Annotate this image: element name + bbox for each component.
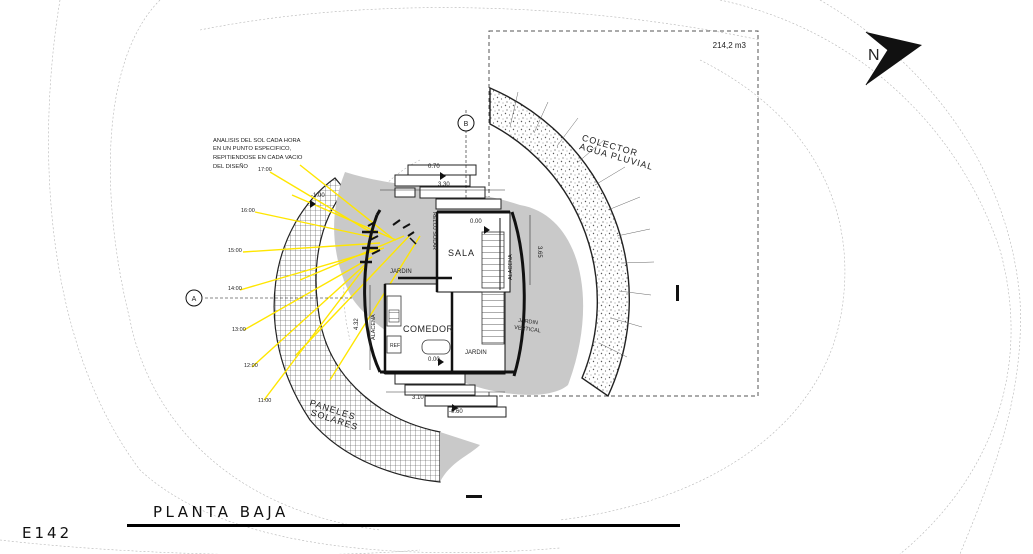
sun-rays: [239, 164, 421, 401]
collector-segments: [509, 91, 655, 358]
ref-label: REF: [390, 343, 400, 349]
alacena-label-right: ALACENA: [508, 254, 514, 280]
level-neg060: -0.60: [449, 409, 463, 415]
section-b-marker: [457, 114, 475, 132]
dimension-lines: [369, 189, 531, 393]
hour-1500: 15:00: [228, 248, 242, 254]
section-b-label: B: [464, 121, 469, 128]
stepping-stones-bottom: [394, 373, 507, 418]
hour-labels: 17:00 16:00 15:00 14:00 13:00 12:00 11:0…: [228, 167, 272, 404]
sun-note-line-4: DEL DISEÑO: [213, 163, 248, 170]
room-jardin-bottom: JARDIN: [465, 350, 487, 356]
hour-1400: 14:00: [228, 286, 242, 292]
sun-note-line-2: EN UN PUNTO ESPECIFICO,: [213, 146, 292, 152]
sheet-code: E142: [22, 524, 73, 542]
drawing-title: PLANTA BAJA: [153, 503, 289, 521]
sun-note-line-1: ANALISIS DEL SOL CADA HORA: [213, 138, 301, 144]
dim-330: 3.30: [438, 182, 450, 188]
level-neg100: -1.00: [311, 193, 325, 199]
level-070: 0.70: [428, 164, 440, 170]
room-comedor: COMEDOR: [403, 324, 454, 334]
hour-1100: 11:00: [258, 398, 271, 404]
hour-1700: 17:00: [258, 167, 272, 173]
reloj-solar-label: RELOJ SOLAR: [431, 212, 437, 250]
level-markers: [310, 172, 490, 412]
house-plan: [360, 209, 526, 377]
dim-365: 3.65: [536, 246, 542, 258]
hour-1600: 16:00: [241, 208, 255, 214]
room-sala: SALA: [448, 248, 475, 258]
sun-analysis-note: ANALISIS DEL SOL CADA HORA EN UN PUNTO E…: [213, 138, 303, 170]
north-arrow: [865, 31, 922, 86]
room-jardin-top: JARDIN: [390, 269, 412, 275]
dim-432: 4.32: [354, 318, 360, 330]
room-jardin-vertical-2: VERTICAL: [514, 325, 541, 335]
dim-310: 3.10: [412, 395, 424, 401]
level-000-a: 0.00: [470, 219, 482, 225]
rain-collector-arc: [489, 86, 630, 398]
title-underline: [127, 524, 680, 527]
section-a-label: A: [192, 296, 197, 303]
solar-panels-arc: [273, 177, 441, 483]
shadow-tail: [440, 432, 480, 482]
level-000-b: 0.00: [428, 357, 440, 363]
collector-label: COLECTOR AGUA PLUVIAL: [578, 133, 654, 172]
north-label: N: [868, 47, 880, 64]
volume-label: 214,2 m3: [713, 41, 747, 50]
sun-note-line-3: REPITIENDOSE EN CADA VACIO: [213, 155, 303, 161]
hour-1200: 12:00: [244, 363, 258, 369]
alacena-label-left: ALACENA: [371, 314, 377, 340]
hour-1300: 13:00: [232, 327, 246, 333]
room-jardin-vertical-1: JARDIN: [518, 318, 539, 327]
section-a-marker: [185, 289, 203, 307]
